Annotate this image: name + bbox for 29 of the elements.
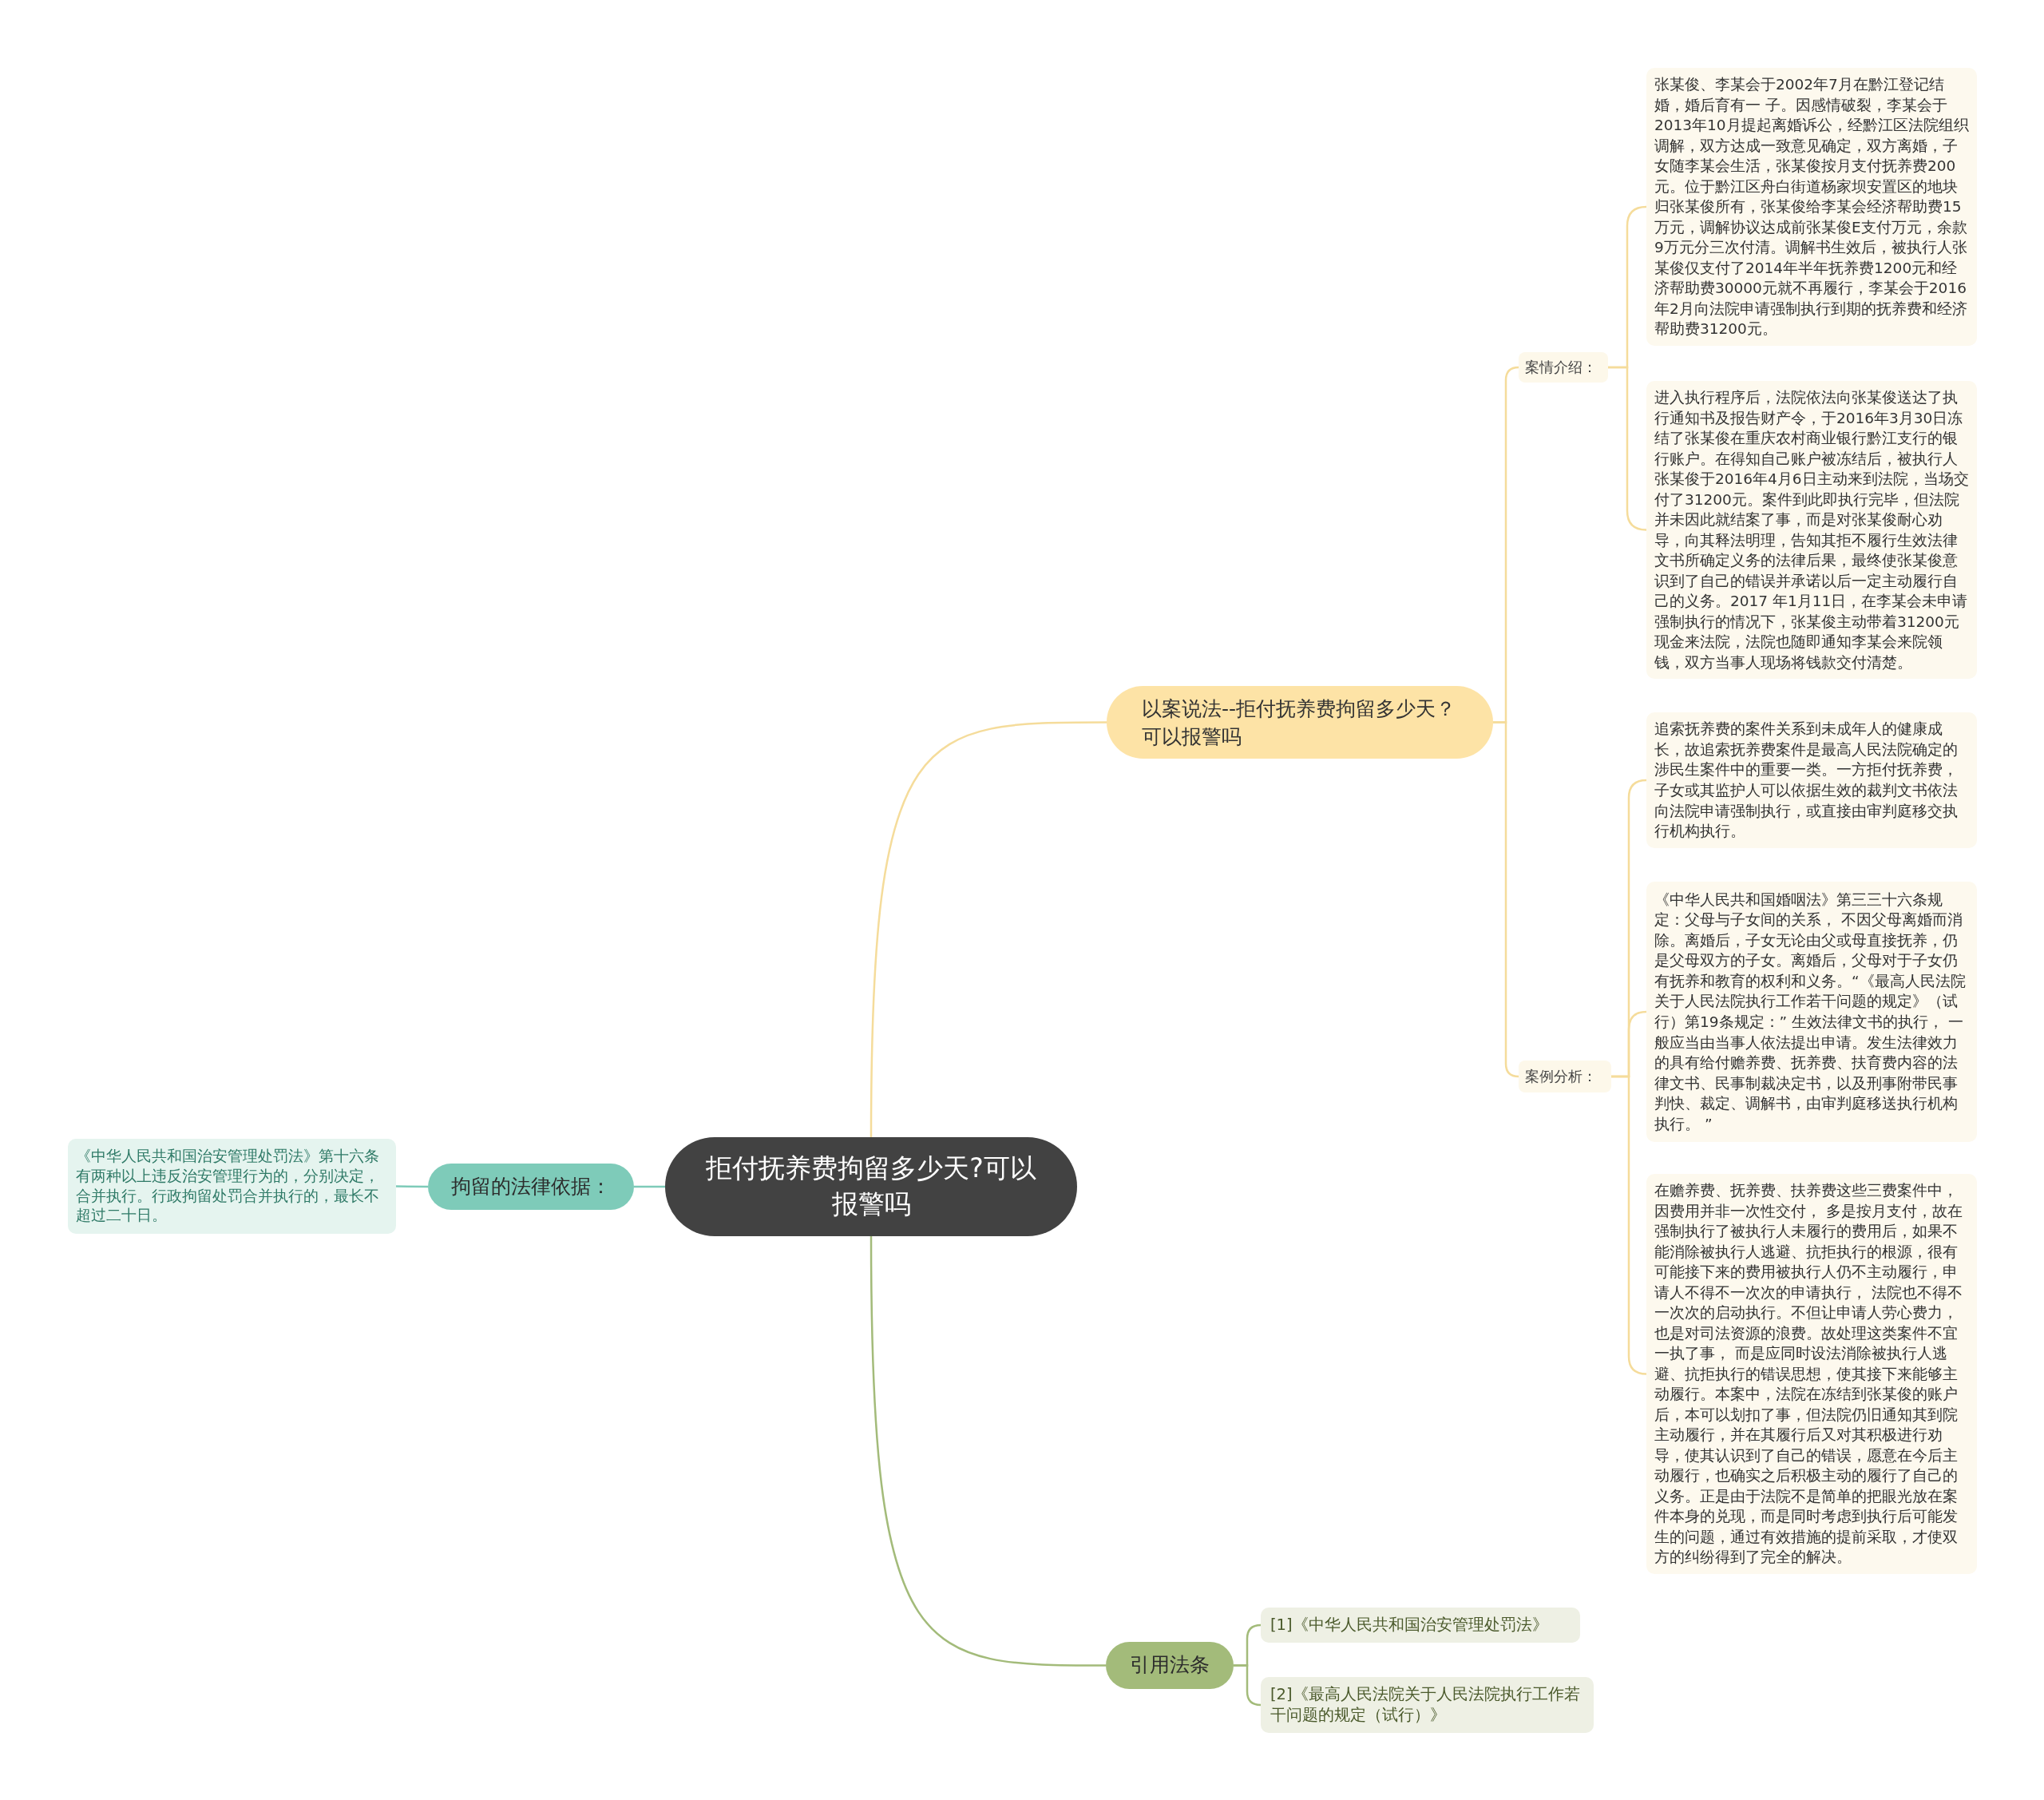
subtopic-text: 案情介绍： [1525, 358, 1597, 377]
reference-card [1261, 1677, 1594, 1733]
subtopic-text: 案例分析： [1525, 1067, 1597, 1086]
note-text: 进入执行程序后，法院依法向张某俊送达了执行通知书及报告财产令，于2016年3月30日冻结了张某俊在重庆农村商业银行黔江支行的银行账户。在得知自己账户被冻结后，被执行人张某俊于2016年4月6日主动来到法院，当场交付了31200元。案件到此即执行完毕，但法院并未因此就结案了事，而是对张某俊耐心劝导，向其释法明理，告知其拒不履行生效法律文书所确定义务的法律后果，最终使张某俊意识到了自己的错误并承诺以后一定主动履行自己的义务。2017 年1月11日，在李某会未申请强制执行的情况下，张某俊主动带着31200元现金来法院，法院也随即通知李某会来院领钱，双方当事人现场将钱款交付清楚。 [1654, 388, 1969, 672]
connector-line [396, 1185, 428, 1188]
note-card [1646, 712, 1977, 848]
note-text: 张某俊、李某会于2002年7月在黔江登记结婚，婚后育有一 子。因感情破裂，李某会于2013年10月提起离婚诉公，经黔江区法院组织调解，双方达成一致意见确定，双方离婚，子女随李某会生活，张某俊按月支付抚养费200元。位于黔江区舟白街道杨家坝安置区的地块归张某俊所有，张某俊给李某会经济帮助费15万元，调解协议达成前张某俊E支付万元，余款9万元分三次付清。调解书生效后，被执行人张某俊仅支付了2014年半年抚养费1200元和经济帮助费30000元就不再履行，李某会于2016年2月向法院申请强制执行到期的抚养费和经济帮助费31200元。 [1654, 75, 1969, 339]
note-text: 在赡养费、抚养费、扶养费这些三费案件中，因费用并非一次性交付， 多是按月支付，故在强制执行了被执行人未履行的费用后，如果不能消除被执行人逃避、抗拒执行的根源，很有可能接下来的费用被执行人仍不主动履行，申请人不得不一次次的申请执行， 法院也不得不一次次的启动执行。不但让申请人劳心费力，也是对司法资源的浪费。故处理这类案件不宜一执了事， 而是应同时设法消除被执行人逃避、抗拒执行的错误思想，使其接下来能够主动履行。本案中，法院在冻结到张某俊的账户后，本可以划扣了事，但法院仍旧通知其到院主动履行，并在其履行后又对其积极进行劝导，使其认识到了自己的错误，愿意在今后主动履行，也确实之后积极主动的履行了自己的义务。正是由于法院不是简单的把眼光放在案件本身的兑现，而是同时考虑到执行后可能发生的问题，通过有效措施的提前采取，才使双方的纠纷得到了完全的解决。 [1654, 1181, 1963, 1568]
connector-line [869, 721, 1107, 1137]
branch-topic-text: 以案说法--拒付抚养费拘留多少天？可以报警吗 [1142, 696, 1457, 750]
connector-line [634, 1185, 665, 1188]
subtopic-box [1519, 352, 1608, 383]
connector-line [869, 1236, 1106, 1667]
connector-line [1493, 721, 1520, 1078]
reference-card [1261, 1608, 1580, 1643]
reference-text: [1]《中华人民共和国治安管理处罚法》 [1270, 1614, 1548, 1635]
branch-topic-text: 引用法条 [1130, 1652, 1210, 1679]
connector-line [1608, 366, 1648, 531]
branch-topic [428, 1164, 634, 1210]
subtopic-box [1519, 1061, 1611, 1092]
connector-line [1234, 1664, 1262, 1707]
note-text: 《中华人民共和国治安管理处罚法》第十六条有两种以上违反治安管理行为的，分别决定，合并执行。行政拘留处罚合并执行的，最长不超过二十日。 [76, 1146, 380, 1226]
note-card [68, 1139, 396, 1234]
note-text: 《中华人民共和国婚咽法》第三三十六条规定：父母与子女间的关系， 不因父母离婚而消除。离婚后，子女无论由父或母直接抚养，仍是父母双方的子女。离婚后，父母对于子女仍有抚养和教育的权利和义务。“《最高人民法院关于人民法院执行工作若干问题的规定》（试行）第19条规定：” 生效法律文书的执行， 一般应当由当事人依法提出申请。发生法律效力的具有给付赡养费、抚养费、扶育费内容的法律文书、民事制裁决定书，以及刑事附带民事判快、裁定、调解书，由审判庭移送执行机构执行。 ” [1654, 890, 1967, 1134]
note-text: 追索抚养费的案件关系到未成年人的健康成长，故追索抚养费案件是最高人民法院确定的涉民生案件中的重要一类。一方拒付抚养费，子女或其监护人可以依据生效的裁判文书依法向法院申请强制执行，或直接由审判庭移交执行机构执行。 [1654, 720, 1959, 842]
reference-text: [2]《最高人民法院关于人民法院执行工作若干问题的规定（试行）》 [1270, 1683, 1581, 1726]
central-topic-text: 拒付抚养费拘留多少天?可以报警吗 [705, 1152, 1037, 1221]
connector-line [1611, 1075, 1648, 1375]
branch-topic-text: 拘留的法律依据： [451, 1173, 611, 1199]
